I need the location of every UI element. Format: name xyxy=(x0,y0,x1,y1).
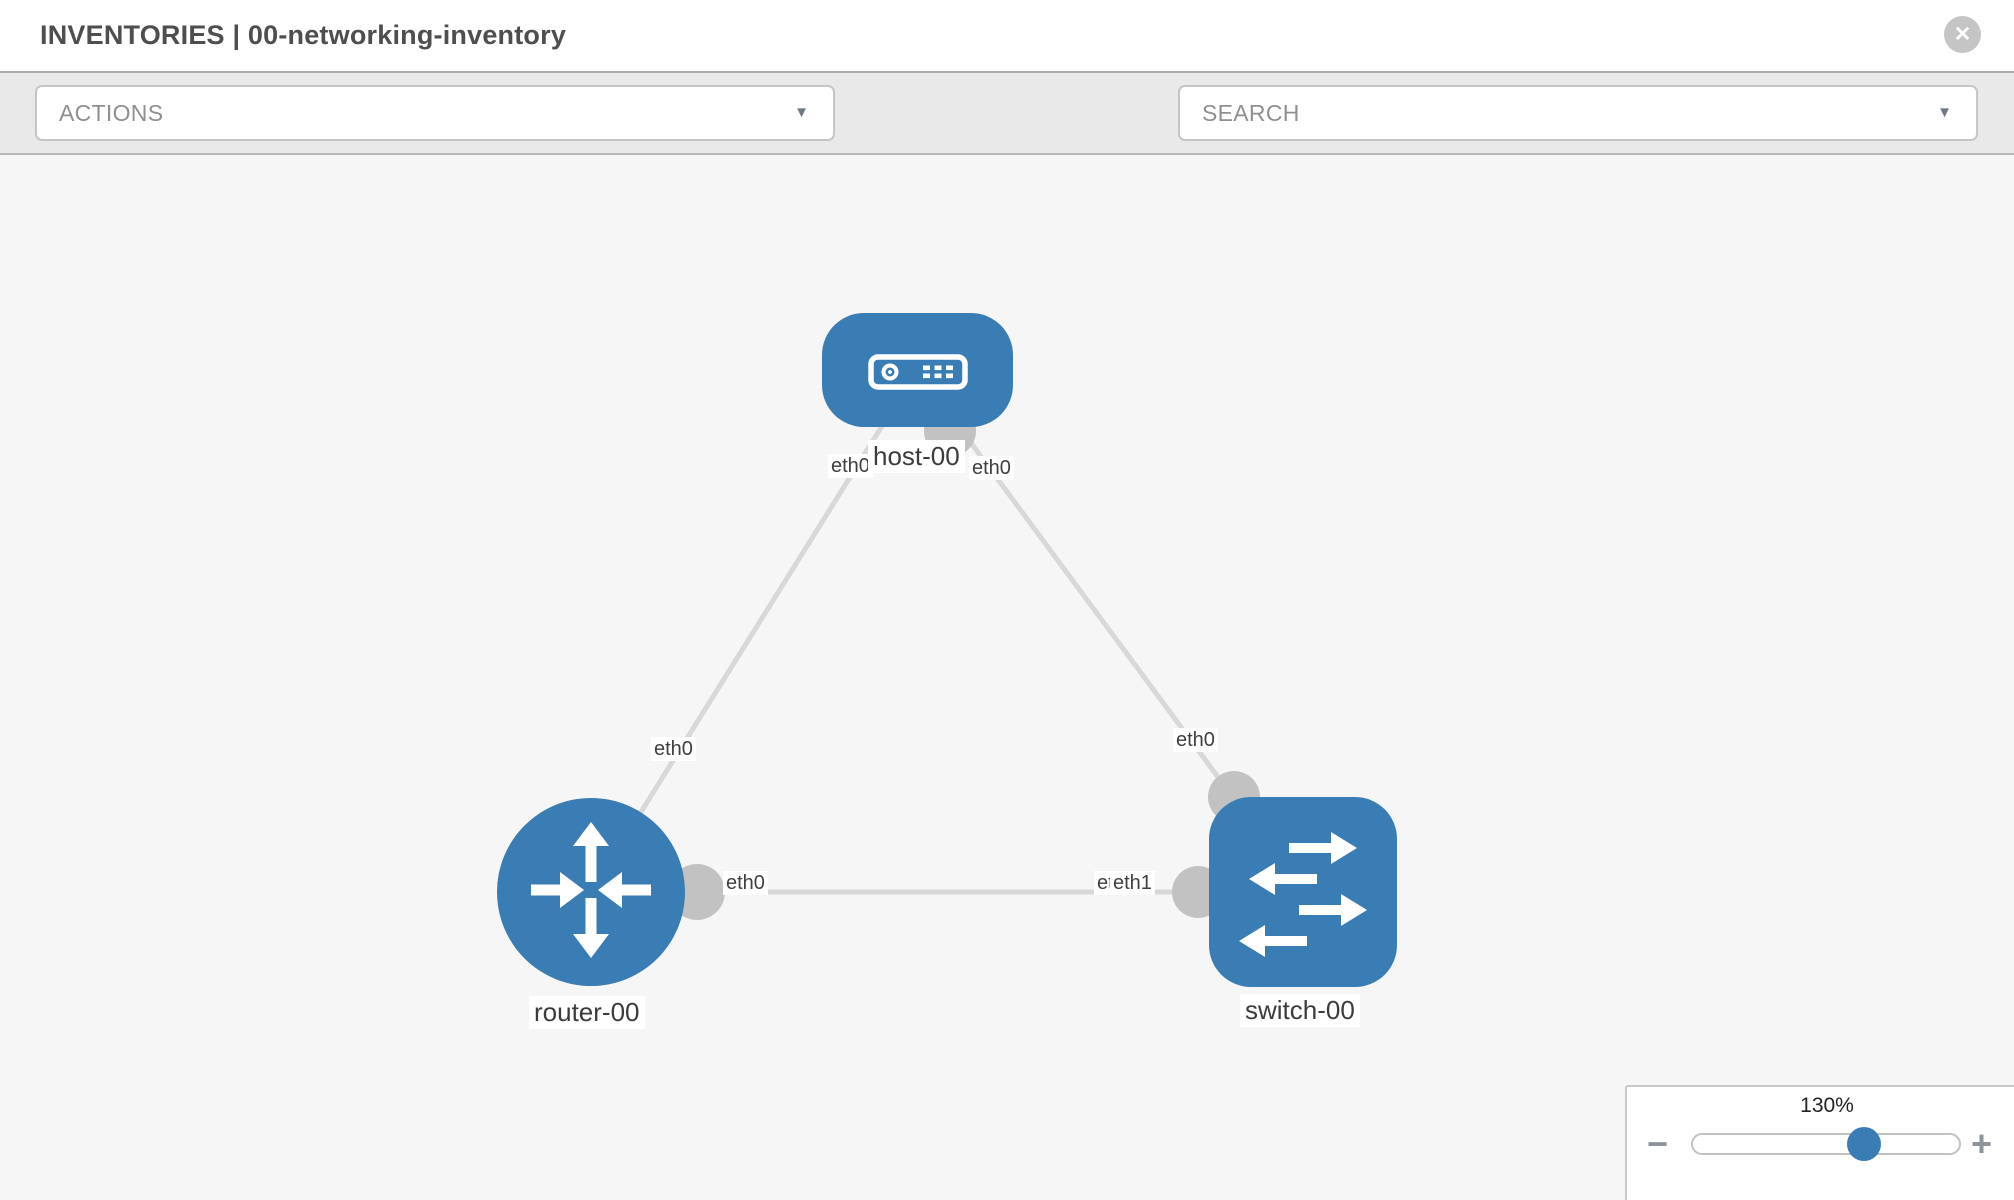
node-label-router-00: router-00 xyxy=(529,996,645,1029)
interface-badge-router-eth0-uplink: eth0 xyxy=(651,737,696,761)
zoom-slider-track[interactable] xyxy=(1691,1133,1961,1155)
interface-badge-host-eth0-right: eth0 xyxy=(969,456,1014,480)
page-title: INVENTORIES | 00-networking-inventory xyxy=(40,20,567,50)
zoom-control-panel: 130% − + xyxy=(1625,1085,2014,1200)
actions-dropdown[interactable]: ACTIONS ▼ xyxy=(35,85,835,141)
header-bar: INVENTORIES | 00-networking-inventory ✕ xyxy=(0,0,2014,71)
chevron-down-icon: ▼ xyxy=(794,104,809,122)
topology-canvas[interactable] xyxy=(0,155,2014,1200)
interface-badge-switch-eth0-top: eth0 xyxy=(1173,728,1218,752)
zoom-slider-knob[interactable] xyxy=(1847,1127,1881,1161)
interface-badge-router-eth0: eth0 xyxy=(723,871,768,895)
node-router-00[interactable] xyxy=(497,798,685,986)
node-host-00[interactable] xyxy=(822,313,1013,427)
node-label-host-00: host-00 xyxy=(868,440,965,473)
interface-badge-host-eth0-left: eth0 xyxy=(828,454,873,478)
node-switch-00[interactable] xyxy=(1209,797,1397,987)
actions-dropdown-placeholder: ACTIONS xyxy=(59,99,164,126)
node-label-switch-00: switch-00 xyxy=(1240,994,1360,1027)
host-icon xyxy=(822,311,1013,430)
interface-badge-switch-eth1: eth1 xyxy=(1110,871,1155,895)
zoom-out-button[interactable]: − xyxy=(1647,1117,1668,1171)
close-button[interactable]: ✕ xyxy=(1944,16,1981,53)
zoom-in-button[interactable]: + xyxy=(1971,1117,1992,1171)
search-dropdown-placeholder: SEARCH xyxy=(1202,99,1300,126)
router-icon xyxy=(497,796,685,989)
toolbar: ACTIONS ▼ SEARCH xyxy=(0,71,2014,203)
zoom-level-readout: 130% xyxy=(1800,1094,1854,1117)
switch-icon xyxy=(1209,795,1397,990)
search-dropdown[interactable]: SEARCH ▼ xyxy=(1178,85,1978,141)
chevron-down-icon: ▼ xyxy=(1937,104,1952,122)
